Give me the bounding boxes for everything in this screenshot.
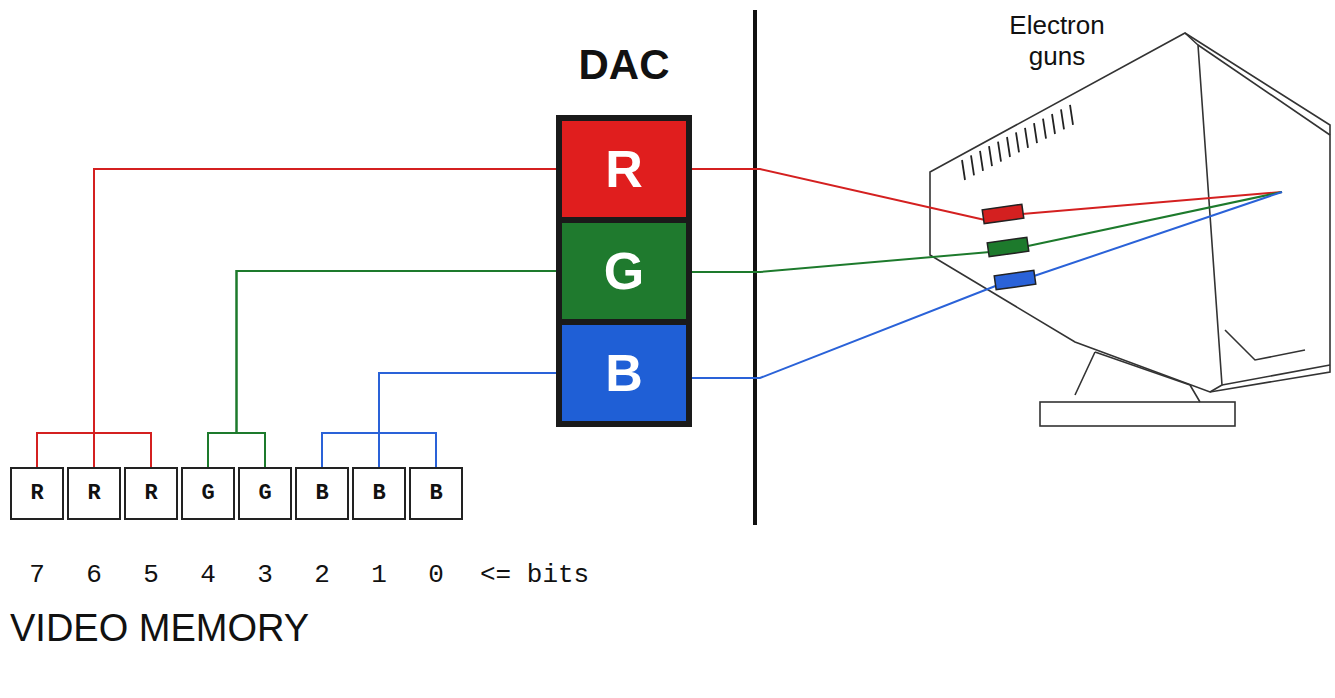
vent-slit [989,146,992,166]
box-letter: R [30,481,43,506]
vent-slit [1061,109,1064,129]
dac-channel: B [556,319,692,427]
vent-slit [980,151,983,171]
memory-bit-cell: G [238,467,292,520]
vent-slit [1034,123,1037,143]
data-wire [237,271,557,467]
vent-slit [1016,132,1019,152]
electron-gun [982,204,1036,289]
bits-note: <= bits [480,560,589,591]
data-wire [322,373,556,467]
dac-channel: G [556,217,692,325]
memory-title: VIDEO MEMORY [10,606,309,652]
box-letter: B [605,343,643,403]
vent-slit [1043,119,1046,139]
bit-number: 2 [302,560,342,591]
dac-channel: R [556,115,692,223]
vent-slit [1007,137,1010,157]
box-letter: G [258,481,271,506]
memory-bit-cell: G [181,467,235,520]
data-wire [94,169,556,467]
dac-group: DAC RGB [556,40,692,432]
bit-number: 7 [17,560,57,591]
beam-wires [692,169,1282,378]
data-wire [379,373,556,467]
bit-number: 6 [74,560,114,591]
box-letter: B [315,481,328,506]
bit-number: 4 [188,560,228,591]
vent-slit [962,160,965,180]
box-letter: R [144,481,157,506]
vent-slit [998,142,1001,162]
divider-line [753,10,757,525]
guns-label: Electron guns [987,10,1127,72]
data-wire [379,373,556,467]
memory-bit-cell: R [10,467,64,520]
data-wire [37,169,556,467]
box-letter: B [429,481,442,506]
dac-heading: DAC [556,40,692,90]
vent-slit [971,155,974,175]
memory-bit-cell: R [124,467,178,520]
data-wire [94,169,556,467]
box-letter: R [605,139,643,199]
bit-number: 3 [245,560,285,591]
data-wire [208,271,556,467]
vent-slits [962,105,1073,180]
bit-number: 1 [359,560,399,591]
bit-number: 5 [131,560,171,591]
monitor-outline [930,33,1330,426]
box-letter: B [372,481,385,506]
vent-slit [1025,128,1028,148]
box-letter: G [604,241,644,301]
vent-slit [1070,105,1073,125]
memory-bit-cell: B [352,467,406,520]
vent-slit [1052,114,1055,134]
memory-bit-cell: B [409,467,463,520]
memory-bit-cell: R [67,467,121,520]
bit-number: 0 [416,560,456,591]
box-letter: R [87,481,100,506]
memory-bit-cell: B [295,467,349,520]
box-letter: G [201,481,214,506]
